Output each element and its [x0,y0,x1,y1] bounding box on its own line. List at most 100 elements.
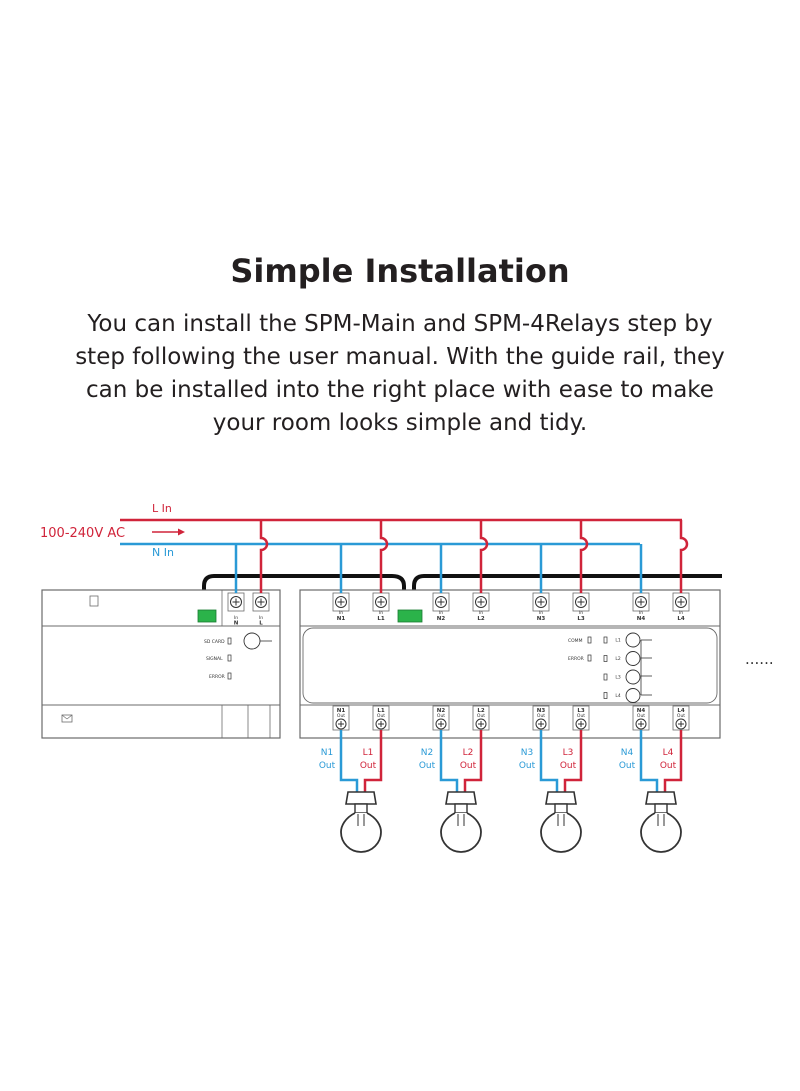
main-terminal-label: N [234,621,239,627]
output-live-wire-3 [563,730,583,792]
relay-output-label: L4 [677,708,685,714]
output-live-out-label-4: Out [660,761,677,771]
relay-input-label: L3 [577,616,585,622]
output-live-out-label-1: Out [360,761,377,771]
relay-input-label-top: In [579,610,583,616]
output-live-label-4: L4 [663,748,674,758]
output-neutral-wire-4 [639,730,659,792]
output-live-wire-1 [363,730,383,792]
main-terminal-screw-2 [252,592,270,612]
output-neutral-wire-3 [539,730,559,792]
relay-input-label: N4 [637,616,646,622]
output-live-label-1: L1 [363,748,374,758]
light-bulb-icon-2 [440,791,482,853]
relay-input-label: L4 [677,616,685,622]
relay-led-l1 [603,636,608,644]
relay-input-label: N1 [337,616,346,622]
relay-output-label: N4 [637,708,646,714]
relay-input-label-top: In [379,610,383,616]
output-neutral-out-label-1: Out [319,761,336,771]
sd-card-indicator: SD CARD [204,639,225,645]
error-indicator-relay: ERROR [568,656,584,662]
output-neutral-out-label-3: Out [519,761,536,771]
light-bulb-icon-1 [340,791,382,853]
relay-output-label: N2 [437,708,446,714]
supply-arrow [152,528,185,536]
output-live-wire-2 [463,730,483,792]
output-live-out-label-3: Out [560,761,577,771]
relay-button-icon-l4 [625,688,641,703]
relay-input-screw-l2 [472,592,490,612]
relay-output-label: L1 [377,708,385,714]
relay-input-screw-n1 [332,592,350,612]
relay-output-terminal-l2 [472,705,490,731]
relay-input-label-top: In [439,610,443,616]
error-indicator-main: ERROR [209,674,225,680]
relay-output-label-sub: Out [637,713,645,719]
relay-input-screw-l3 [572,592,590,612]
output-live-label-3: L3 [563,748,574,758]
live-feed-wire-l1 [379,520,389,593]
relay-output-terminal-l4 [672,705,690,731]
spm-main-module [41,589,281,739]
relay-input-screw-l4 [672,592,690,612]
output-neutral-out-label-4: Out [619,761,636,771]
relay-input-screw-n3 [532,592,550,612]
relay-led-l3 [603,673,608,681]
wiring-diagram: L In 100-240V AC N In [40,502,774,853]
relay-input-label: N2 [437,616,446,622]
supply-voltage-label: 100-240V AC [40,526,125,541]
output-neutral-label-2: N2 [421,748,433,758]
relay-button-icon-l1 [625,632,641,648]
relay-output-terminal-l1 [372,705,390,731]
live-feed-wire-l3 [579,520,589,593]
relay-led-l2 [603,655,608,662]
signal-indicator: SIGNAL [206,656,223,662]
live-in-label: L In [152,502,172,515]
main-button-icon [243,632,272,650]
output-live-out-label-2: Out [460,761,477,771]
communication-bus [202,574,722,610]
relay-output-label: N1 [337,708,346,714]
output-neutral-label-1: N1 [321,748,333,758]
main-terminal-label-top: In [234,615,238,621]
main-terminal-label-top: In [259,615,263,621]
main-terminal-screw-1 [227,592,245,612]
relay-led-label: L1 [615,638,621,644]
relay-input-label: N3 [537,616,546,622]
relay-output-label-sub: Out [577,713,585,719]
output-neutral-wire-1 [339,730,359,792]
output-neutral-label-4: N4 [621,748,634,758]
bus-connector-relay [397,609,423,623]
relay-output-label: L3 [577,708,585,714]
output-live-label-2: L2 [463,748,474,758]
relay-input-label-top: In [479,610,483,616]
output-neutral-label-3: N3 [521,748,533,758]
relay-button-icon-l3 [625,669,641,685]
relay-input-label-top: In [539,610,543,616]
relay-input-screw-n4 [632,592,650,612]
relay-output-label: N3 [537,708,546,714]
relay-input-label: L1 [377,616,385,622]
bus-connector-main [197,609,217,623]
relay-led-l4 [603,692,608,699]
output-neutral-wire-2 [439,730,459,792]
relay-output-label: L2 [477,708,485,714]
page-title: Simple Installation [230,252,570,290]
relay-output-label-sub: Out [677,713,685,719]
comm-indicator: COMM [568,638,583,644]
relay-switch-bracket [640,639,652,696]
relay-input-label-top: In [339,610,343,616]
relay-output-terminal-n4 [632,705,650,731]
live-feed-wire-l4 [679,520,689,593]
relay-output-label-sub: Out [537,713,545,719]
light-bulb-icon-3 [540,791,582,853]
light-bulb-icon-4 [640,791,682,853]
relay-output-label-sub: Out [437,713,445,719]
relay-led-label: L2 [615,656,621,662]
relay-input-screw-n2 [432,592,450,612]
relay-input-label-top: In [679,610,683,616]
relay-output-label-sub: Out [337,713,345,719]
relay-input-screw-l1 [372,592,390,612]
page-description: You can install the SPM-Main and SPM-4Re… [75,311,725,436]
